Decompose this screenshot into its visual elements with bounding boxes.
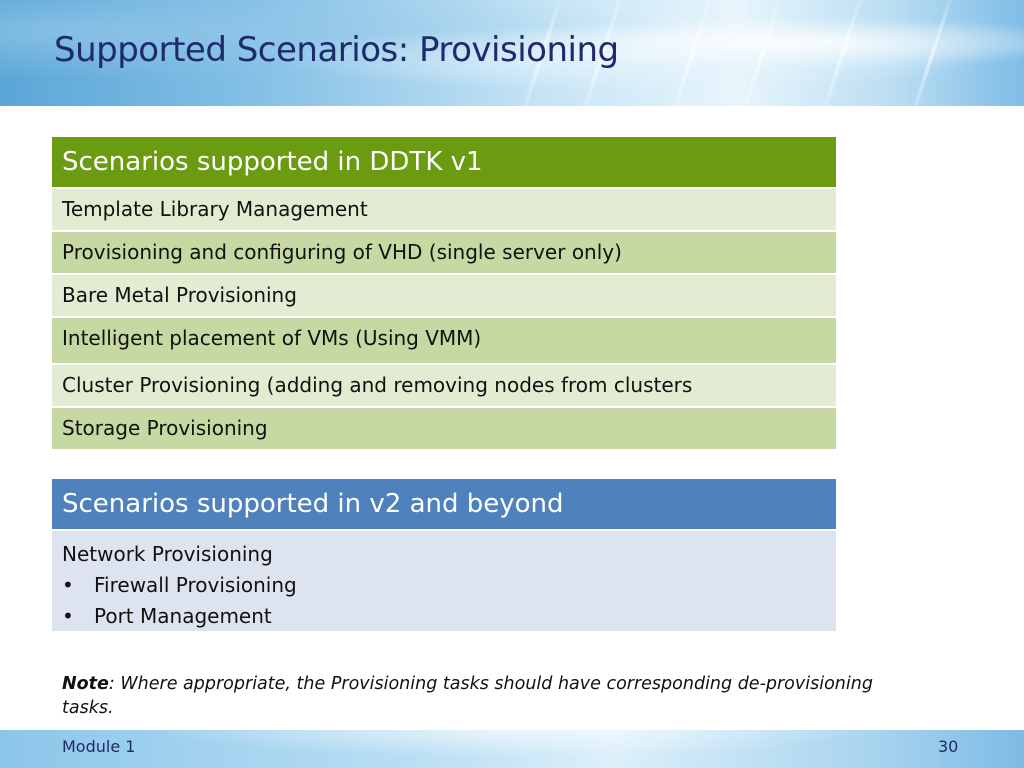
table-row: Storage Provisioning: [52, 406, 836, 449]
slide-title: Supported Scenarios: Provisioning: [54, 30, 619, 70]
list-item-label: Port Management: [94, 604, 272, 628]
table-header: Scenarios supported in DDTK v1: [52, 137, 836, 187]
table-body: Network Provisioning • Firewall Provision…: [52, 529, 836, 631]
table-row: Template Library Management: [52, 187, 836, 230]
bullet-icon: •: [62, 604, 74, 628]
decorative-light-streak: [736, 0, 788, 106]
table-header: Scenarios supported in v2 and beyond: [52, 479, 836, 529]
decorative-light-streak: [666, 0, 718, 106]
title-banner: [0, 0, 1024, 106]
decorative-light-streak: [816, 0, 868, 106]
note-text: Note: Where appropriate, the Provisionin…: [62, 672, 882, 720]
list-lead: Network Provisioning: [62, 542, 273, 566]
table-row: Provisioning and configuring of VHD (sin…: [52, 230, 836, 273]
note-label: Note: [62, 674, 109, 694]
table-row: Intelligent placement of VMs (Using VMM): [52, 316, 836, 363]
list-item: • Firewall Provisioning: [62, 570, 826, 601]
page-number: 30: [938, 737, 959, 756]
table-ddtk-v1: Scenarios supported in DDTK v1 Template …: [52, 137, 836, 449]
footer-module-label: Module 1: [62, 737, 136, 756]
table-row: Bare Metal Provisioning: [52, 273, 836, 316]
bullet-icon: •: [62, 573, 74, 597]
list-item-label: Firewall Provisioning: [94, 573, 297, 597]
table-v2-and-beyond: Scenarios supported in v2 and beyond Net…: [52, 479, 836, 631]
list-item: • Port Management: [62, 601, 826, 632]
footer-banner: [0, 730, 1024, 768]
note-body: : Where appropriate, the Provisioning ta…: [62, 674, 873, 718]
decorative-light-streak: [906, 0, 958, 106]
table-row: Cluster Provisioning (adding and removin…: [52, 363, 836, 406]
